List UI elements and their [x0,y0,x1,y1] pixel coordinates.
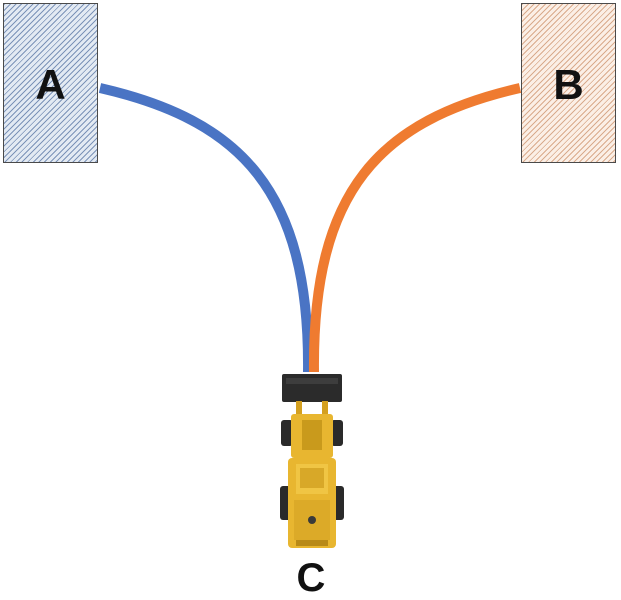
loader-arm-right [322,401,328,423]
loader-front-wheel-left [281,420,293,446]
path-a-to-c [98,83,314,373]
location-b-label: B [553,61,584,108]
loader-arm-left [296,401,302,423]
location-b-box: B [521,3,616,163]
loader-exhaust [308,516,316,524]
loader-linkage [302,420,322,450]
location-c-label: C [296,556,326,600]
path-b-to-c [308,83,522,373]
loader-front-wheel-right [331,420,343,446]
loader-cab-roof [300,468,324,488]
loader-counterweight [296,540,328,546]
location-a-box: A [3,3,98,163]
loader-bucket-edge [286,378,338,384]
wheel-loader-icon [280,374,344,548]
location-a-label: A [35,61,66,108]
